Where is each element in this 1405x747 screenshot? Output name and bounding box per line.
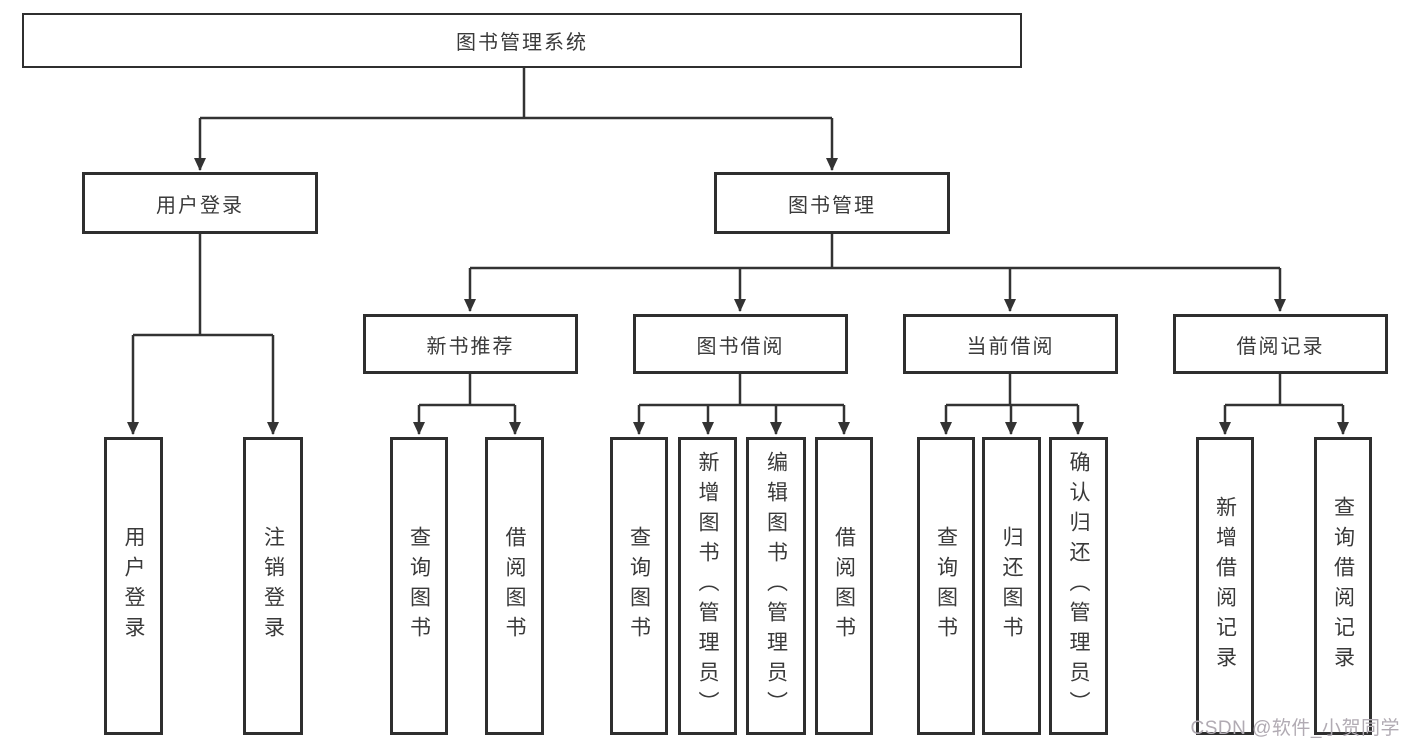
leaf-add-books-admin: 新增图书（管理员）: [678, 437, 737, 735]
node-label: 当前借阅: [966, 335, 1055, 358]
node-new-book-recommend: 新书推荐: [363, 314, 578, 374]
leaf-query-books-borrow: 查询图书: [610, 437, 668, 735]
leaf-user-login: 用户登录: [104, 437, 163, 735]
node-borrow-records: 借阅记录: [1173, 314, 1388, 374]
node-label: 查询借阅记录: [1331, 496, 1355, 676]
node-label: 借阅图书: [832, 526, 856, 646]
node-label: 归还图书: [1000, 526, 1023, 646]
node-label: 注销登录: [261, 526, 285, 646]
leaf-add-borrow-record: 新增借阅记录: [1196, 437, 1254, 735]
node-label: 图书借阅: [696, 335, 785, 358]
leaf-edit-books-admin: 编辑图书（管理员）: [746, 437, 806, 735]
leaf-query-borrow-record: 查询借阅记录: [1314, 437, 1372, 735]
node-book-management: 图书管理: [714, 172, 950, 234]
node-label: 借阅图书: [503, 526, 526, 646]
node-book-borrow: 图书借阅: [633, 314, 848, 374]
leaf-confirm-return-admin: 确认归还（管理员）: [1049, 437, 1108, 735]
node-label: 图书管理系统: [456, 32, 588, 54]
node-label: 用户登录: [122, 526, 145, 646]
node-label: 新增图书（管理员）: [696, 451, 719, 721]
node-label: 确认归还（管理员）: [1067, 451, 1090, 721]
node-label: 查询图书: [407, 526, 431, 646]
node-user-login-module: 用户登录: [82, 172, 318, 234]
node-label: 用户登录: [156, 194, 244, 217]
node-label: 编辑图书（管理员）: [764, 451, 788, 721]
node-root: 图书管理系统: [22, 13, 1022, 68]
node-label: 查询图书: [627, 526, 651, 646]
leaf-return-books: 归还图书: [982, 437, 1041, 735]
node-label: 图书管理: [788, 194, 876, 217]
leaf-borrow-books: 借阅图书: [815, 437, 873, 735]
node-label: 查询图书: [934, 526, 958, 646]
leaf-borrow-books-recommend: 借阅图书: [485, 437, 544, 735]
leaf-query-books-recommend: 查询图书: [390, 437, 448, 735]
node-label: 新增借阅记录: [1213, 496, 1237, 676]
node-current-borrow: 当前借阅: [903, 314, 1118, 374]
leaf-query-books-current: 查询图书: [917, 437, 975, 735]
leaf-logout: 注销登录: [243, 437, 303, 735]
node-label: 借阅记录: [1236, 335, 1325, 358]
node-label: 新书推荐: [426, 335, 515, 358]
watermark: CSDN @软件_小贺同学: [1190, 718, 1400, 739]
